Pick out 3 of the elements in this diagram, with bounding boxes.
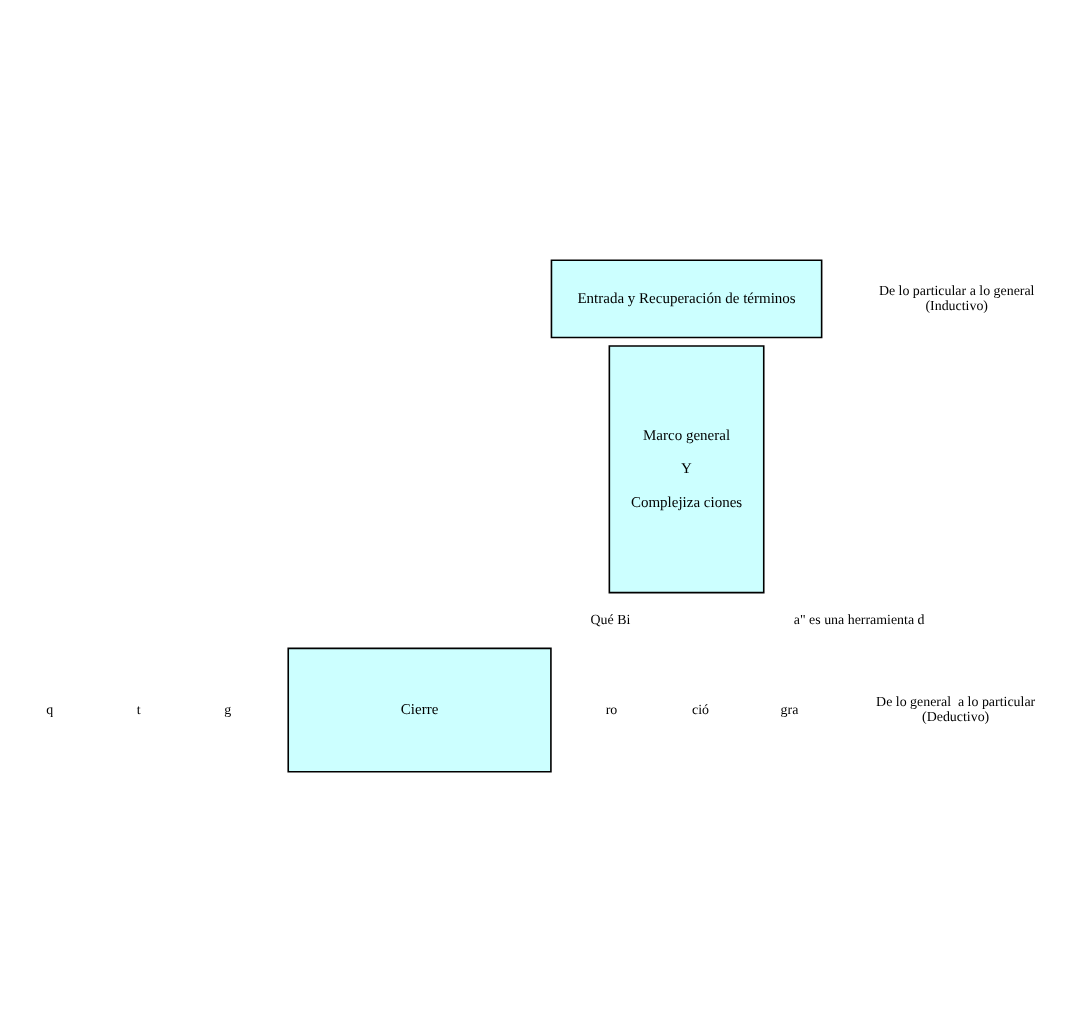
node-box: Cierre bbox=[287, 646, 552, 772]
node-box: Entrada y Recuperación de términos bbox=[550, 258, 823, 338]
node-box: Marco general Y Complejiza ciones bbox=[608, 344, 765, 593]
